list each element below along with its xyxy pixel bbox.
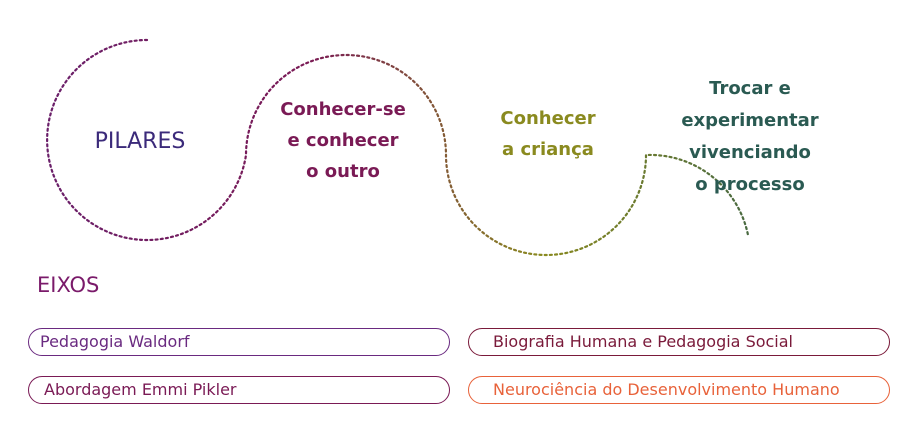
wave-path (46, 38, 750, 257)
eixo-emmi-pikler: Abordagem Emmi Pikler (28, 376, 450, 404)
pilares-title: PILARES (94, 129, 186, 154)
pillar-conhecer-se: Conhecer-se e conhecer o outro (280, 99, 406, 182)
eixo-neurociencia: Neurociência do Desenvolvimento Humano (468, 376, 890, 404)
eixo-pedagogia-waldorf: Pedagogia Waldorf (28, 328, 450, 356)
pillar-conhecer-crianca: Conhecer a criança (500, 108, 596, 160)
eixo-biografia-humana: Biografia Humana e Pedagogia Social (468, 328, 890, 356)
eixos-title: EIXOS (37, 273, 100, 297)
pillar-trocar-experimentar: Trocar e experimentar vivenciando o proc… (681, 78, 819, 195)
